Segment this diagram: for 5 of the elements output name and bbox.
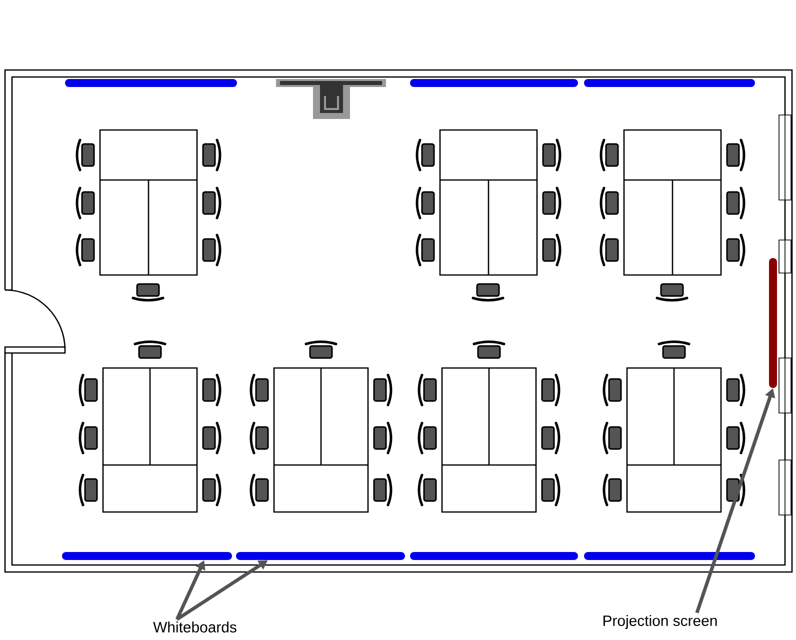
projection-screen — [769, 258, 777, 388]
label-text: Whiteboards — [153, 622, 236, 632]
whiteboard — [62, 552, 232, 560]
whiteboard — [236, 552, 405, 560]
label-text: Projection screen — [604, 615, 717, 629]
